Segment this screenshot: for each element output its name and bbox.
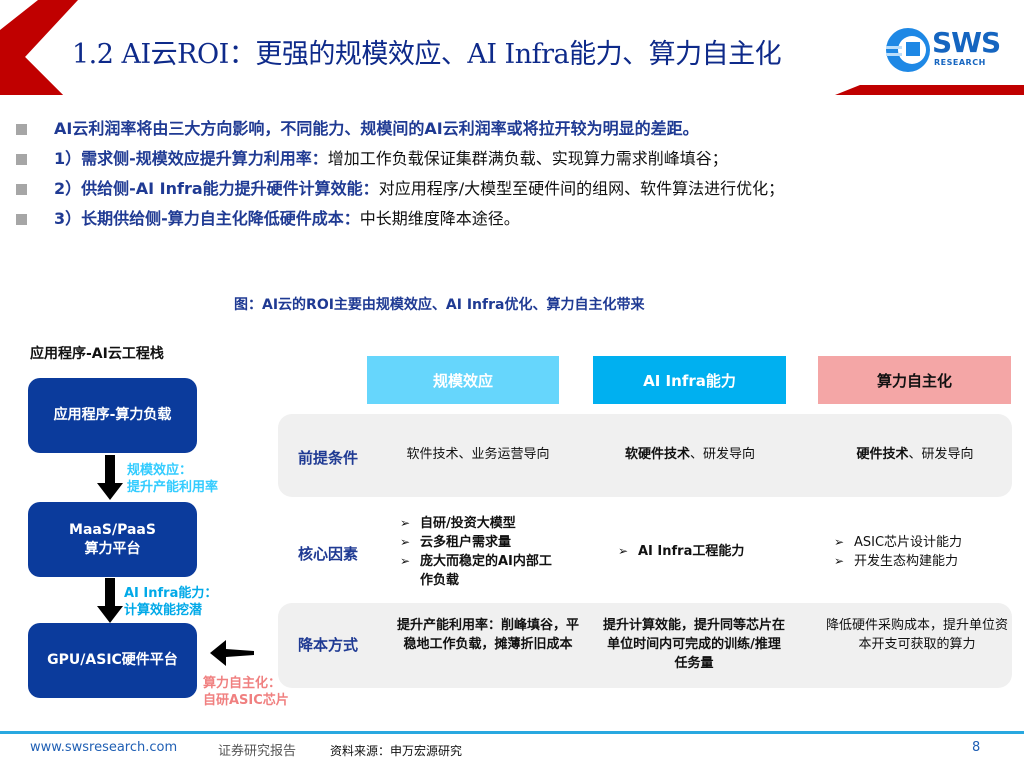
factor-item: ASIC芯片设计能力 bbox=[834, 533, 1014, 552]
factor-item: 庞大而稳定的AI内部工作负载 bbox=[400, 552, 560, 590]
down-arrow-icon bbox=[97, 455, 123, 500]
annotation-line: 提升产能利用率 bbox=[127, 480, 219, 495]
stack-box-label: 应用程序-算力负载 bbox=[53, 407, 172, 423]
annotation-line: 算力自主化： bbox=[203, 676, 282, 691]
cell-cost-scale: 提升产能利用率：削峰填谷，平稳地工作负载，摊薄折旧成本 bbox=[396, 618, 579, 652]
annotation-line: 计算效能挖潜 bbox=[124, 603, 203, 618]
factor-item: AI Infra工程能力 bbox=[618, 542, 808, 561]
column-header-compute-autonomy: 算力自主化 bbox=[818, 356, 1011, 404]
stack-box-hardware: GPU/ASIC硬件平台 bbox=[28, 623, 197, 698]
annotation-line: 自研ASIC芯片 bbox=[203, 693, 289, 708]
annotation-scale-effect: 规模效应： 提升产能利用率 bbox=[127, 462, 218, 496]
footer-divider bbox=[0, 731, 1024, 734]
column-header-ai-infra: AI Infra能力 bbox=[593, 356, 786, 404]
cell-cost-autonomy: 降低硬件采购成本，提升单位资本开支可获取的算力 bbox=[826, 618, 1009, 652]
cell-cost-infra: 提升计算效能，提升同等芯片在单位时间内可完成的训练/推理任务量 bbox=[602, 618, 785, 671]
logo-subtext: RESEARCH bbox=[934, 58, 986, 67]
logo-text: SWS bbox=[932, 26, 1001, 59]
annotation-ai-infra: AI Infra能力： 计算效能挖潜 bbox=[124, 585, 217, 619]
square-bullet-icon bbox=[16, 184, 27, 195]
cell-text: 软件技术、业务运营导向 bbox=[406, 447, 550, 462]
factor-item: 云多租户需求量 bbox=[400, 533, 560, 552]
annotation-compute-autonomy: 算力自主化： 自研ASIC芯片 bbox=[203, 675, 289, 709]
bullet-list: AI云利润率将由三大方向影响，不同能力、规模间的AI云利润率或将拉开较为明显的差… bbox=[14, 118, 1014, 238]
slide-header: 1.2 AI云ROI：更强的规模效应、AI Infra能力、算力自主化 SWS … bbox=[0, 0, 1024, 105]
cell-text: 、研发导向 bbox=[690, 447, 756, 462]
row-label-prerequisite: 前提条件 bbox=[298, 449, 359, 467]
bullet-item: 1）需求侧-规模效应提升算力利用率：增加工作负载保证集群满负载、实现算力需求削峰… bbox=[14, 148, 1014, 178]
column-header-scale-effect: 规模效应 bbox=[367, 356, 559, 404]
bullet-text: 增加工作负载保证集群满负载、实现算力需求削峰填谷； bbox=[327, 149, 728, 168]
stack-box-label: MaaS/PaaS bbox=[69, 521, 156, 538]
bullet-item: 3）长期供给侧-算力自主化降低硬件成本：中长期维度降本途径。 bbox=[14, 208, 1014, 238]
stack-box-platform: MaaS/PaaS 算力平台 bbox=[28, 502, 197, 577]
stack-box-label: 算力平台 bbox=[84, 540, 141, 557]
bullet-bold-text: 1）需求侧-规模效应提升算力利用率： bbox=[54, 149, 328, 168]
bullet-text: 中长期维度降本途径。 bbox=[359, 209, 520, 228]
bullet-bold-text: 2）供给侧-AI Infra能力提升硬件计算效能： bbox=[54, 179, 379, 198]
factor-list: AI Infra工程能力 bbox=[618, 542, 808, 561]
page-title: 1.2 AI云ROI：更强的规模效应、AI Infra能力、算力自主化 bbox=[72, 39, 782, 70]
factor-item: 开发生态构建能力 bbox=[834, 552, 1014, 571]
bullet-text: 对应用程序/大模型至硬件间的组网、软件算法进行优化； bbox=[378, 179, 785, 198]
footer-doc-type: 证券研究报告 bbox=[218, 744, 297, 759]
row-panel-prerequisite bbox=[278, 414, 1012, 497]
cell-prerequisite-autonomy: 硬件技术、研发导向 bbox=[810, 445, 1020, 464]
stack-box-application: 应用程序-算力负载 bbox=[28, 378, 197, 453]
header-chevron-decoration bbox=[0, 0, 1024, 95]
cell-core-infra: AI Infra工程能力 bbox=[618, 542, 808, 561]
column-header-label: AI Infra能力 bbox=[643, 371, 736, 390]
square-bullet-icon bbox=[16, 154, 27, 165]
cell-bold: 硬件技术 bbox=[856, 447, 909, 462]
cell-bold: 软硬件技术 bbox=[624, 447, 690, 462]
cell-core-autonomy: ASIC芯片设计能力 开发生态构建能力 bbox=[834, 533, 1014, 571]
square-bullet-icon bbox=[16, 214, 27, 225]
factor-item: 自研/投资大模型 bbox=[400, 514, 560, 533]
row-label-core-factors: 核心因素 bbox=[298, 545, 359, 563]
bullet-item: 2）供给侧-AI Infra能力提升硬件计算效能：对应用程序/大模型至硬件间的组… bbox=[14, 178, 1014, 208]
cell-core-scale: 自研/投资大模型 云多租户需求量 庞大而稳定的AI内部工作负载 bbox=[400, 514, 560, 590]
stack-box-label: GPU/ASIC硬件平台 bbox=[47, 652, 178, 668]
down-arrow-icon bbox=[97, 578, 123, 623]
column-header-label: 规模效应 bbox=[432, 371, 493, 390]
bullet-bold-text: 3）长期供给侧-算力自主化降低硬件成本： bbox=[54, 209, 360, 228]
row-panel-cost-reduction bbox=[278, 603, 1012, 688]
cell-text: 、研发导向 bbox=[908, 447, 974, 462]
annotation-line: AI Infra能力： bbox=[124, 586, 218, 601]
figure-caption: 图：AI云的ROI主要由规模效应、AI Infra优化、算力自主化带来 bbox=[234, 297, 645, 313]
annotation-line: 规模效应： bbox=[127, 463, 193, 478]
factor-list: ASIC芯片设计能力 开发生态构建能力 bbox=[834, 533, 1014, 571]
square-bullet-icon bbox=[16, 124, 27, 135]
footer-website-link[interactable]: www.swsresearch.com bbox=[30, 740, 178, 755]
footer-source: 资料来源：申万宏源研究 bbox=[330, 744, 463, 758]
column-header-label: 算力自主化 bbox=[876, 371, 952, 390]
cell-prerequisite-scale: 软件技术、业务运营导向 bbox=[378, 445, 578, 464]
stack-title: 应用程序-AI云工程栈 bbox=[30, 346, 164, 362]
left-arrow-icon bbox=[210, 640, 254, 666]
bullet-item: AI云利润率将由三大方向影响，不同能力、规模间的AI云利润率或将拉开较为明显的差… bbox=[14, 118, 1014, 148]
sws-logo: SWS RESEARCH bbox=[884, 24, 1020, 76]
row-label-cost-reduction: 降本方式 bbox=[298, 636, 359, 654]
page-number: 8 bbox=[972, 740, 981, 755]
cell-prerequisite-infra: 软硬件技术、研发导向 bbox=[590, 445, 790, 464]
logo-globe-icon bbox=[886, 28, 930, 72]
factor-list: 自研/投资大模型 云多租户需求量 庞大而稳定的AI内部工作负载 bbox=[400, 514, 560, 590]
bullet-bold-text: AI云利润率将由三大方向影响，不同能力、规模间的AI云利润率或将拉开较为明显的差… bbox=[54, 119, 699, 138]
